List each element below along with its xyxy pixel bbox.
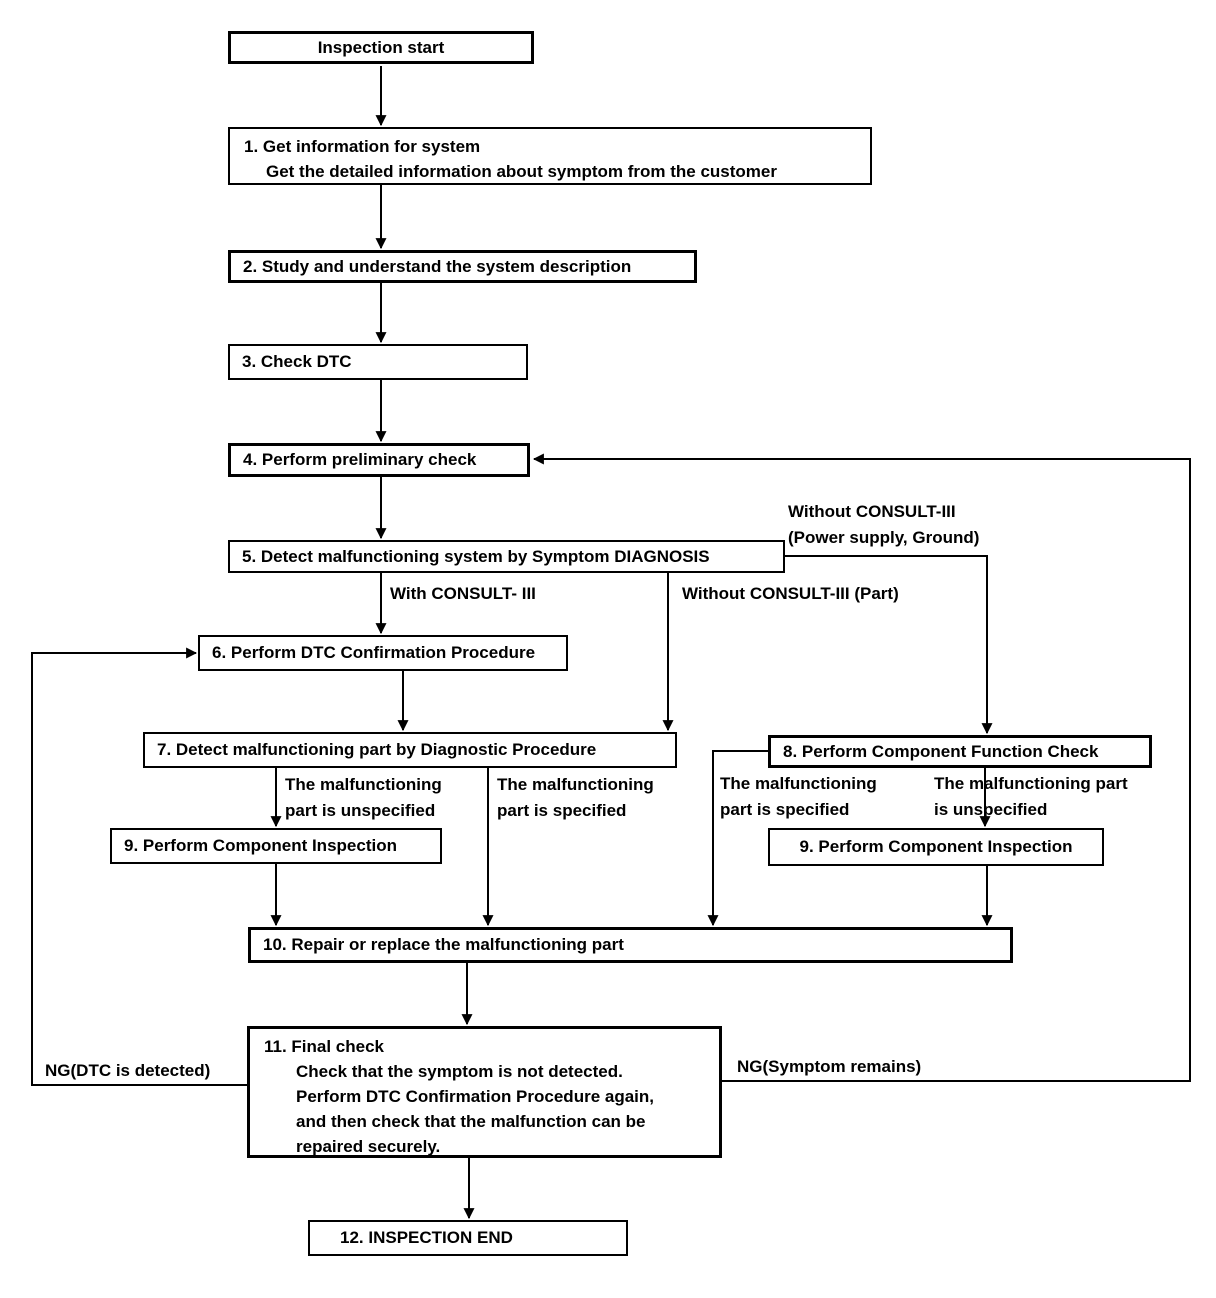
label-with-consult: With CONSULT- III bbox=[390, 584, 536, 603]
box-7-detect-malfunctioning-part: 7. Detect malfunctioning part by Diagnos… bbox=[143, 732, 677, 768]
label-ng-symptom-remains: NG(Symptom remains) bbox=[737, 1057, 922, 1076]
box-11-line-3: Perform DTC Confirmation Procedure again… bbox=[296, 1087, 654, 1106]
label-without-consult-part: Without CONSULT-III (Part) bbox=[682, 584, 899, 603]
label-b7-specified-line-2: part is specified bbox=[497, 801, 627, 820]
feedback-ng-dtc-to-b6 bbox=[31, 647, 247, 1086]
label-b7-specified-line-1: The malfunctioning bbox=[497, 775, 654, 794]
box-10-repair-or-replace: 10. Repair or replace the malfunctioning… bbox=[248, 927, 1013, 963]
box-1-line-1: 1. Get information for system bbox=[244, 137, 481, 156]
box-8-component-function-check: 8. Perform Component Function Check bbox=[768, 735, 1152, 768]
box-9-component-inspection-right: 9. Perform Component Inspection bbox=[768, 828, 1104, 866]
label-b7-part-unspecified: The malfunctioning part is unspecified bbox=[285, 772, 442, 824]
box-11-line-4: and then check that the malfunction can … bbox=[296, 1112, 646, 1131]
label-without-consult-power-ground: Without CONSULT-III (Power supply, Groun… bbox=[788, 499, 979, 551]
label-without-consult-power-line-1: Without CONSULT-III bbox=[788, 502, 956, 521]
label-b7-unspecified-line-1: The malfunctioning bbox=[285, 775, 442, 794]
box-11-line-1: 11. Final check bbox=[264, 1037, 385, 1056]
box-5-detect-malfunctioning-system: 5. Detect malfunctioning system by Sympt… bbox=[228, 540, 785, 573]
label-without-consult-power-line-2: (Power supply, Ground) bbox=[788, 528, 980, 547]
box-inspection-start: Inspection start bbox=[228, 31, 534, 64]
label-b8-part-specified: The malfunctioning part is specified bbox=[720, 771, 877, 823]
box-12-inspection-end: 12. INSPECTION END bbox=[308, 1220, 628, 1256]
label-b7-unspecified-line-2: part is unspecified bbox=[285, 801, 436, 820]
label-b8-specified-line-2: part is specified bbox=[720, 800, 850, 819]
label-ng-dtc-detected: NG(DTC is detected) bbox=[45, 1061, 211, 1080]
box-11-final-check: 11. Final check Check that the symptom i… bbox=[247, 1026, 722, 1158]
label-b8-unspecified-line-1: The malfunctioning part bbox=[934, 774, 1128, 793]
label-b8-part-unspecified: The malfunctioning part is unspecified bbox=[934, 771, 1128, 823]
arrow-b5-to-b8-without-power bbox=[785, 555, 993, 735]
box-4-preliminary-check: 4. Perform preliminary check bbox=[228, 443, 530, 477]
box-11-line-5: repaired securely. bbox=[296, 1137, 441, 1156]
label-b8-unspecified-line-2: is unspecified bbox=[934, 800, 1048, 819]
box-2-study-system-description: 2. Study and understand the system descr… bbox=[228, 250, 697, 283]
label-b7-part-specified: The malfunctioning part is specified bbox=[497, 772, 654, 824]
box-1-line-2: Get the detailed information about sympt… bbox=[266, 162, 777, 181]
box-1-get-information: 1. Get information for system Get the de… bbox=[228, 127, 872, 185]
box-11-line-2: Check that the symptom is not detected. bbox=[296, 1062, 623, 1081]
label-b8-specified-line-1: The malfunctioning bbox=[720, 774, 877, 793]
arrow-b8-to-b10 bbox=[707, 750, 768, 927]
feedback-ng-symptom-to-b4 bbox=[532, 453, 1191, 1082]
box-6-dtc-confirmation-procedure: 6. Perform DTC Confirmation Procedure bbox=[198, 635, 568, 671]
box-3-check-dtc: 3. Check DTC bbox=[228, 344, 528, 380]
box-9-component-inspection-left: 9. Perform Component Inspection bbox=[110, 828, 442, 864]
